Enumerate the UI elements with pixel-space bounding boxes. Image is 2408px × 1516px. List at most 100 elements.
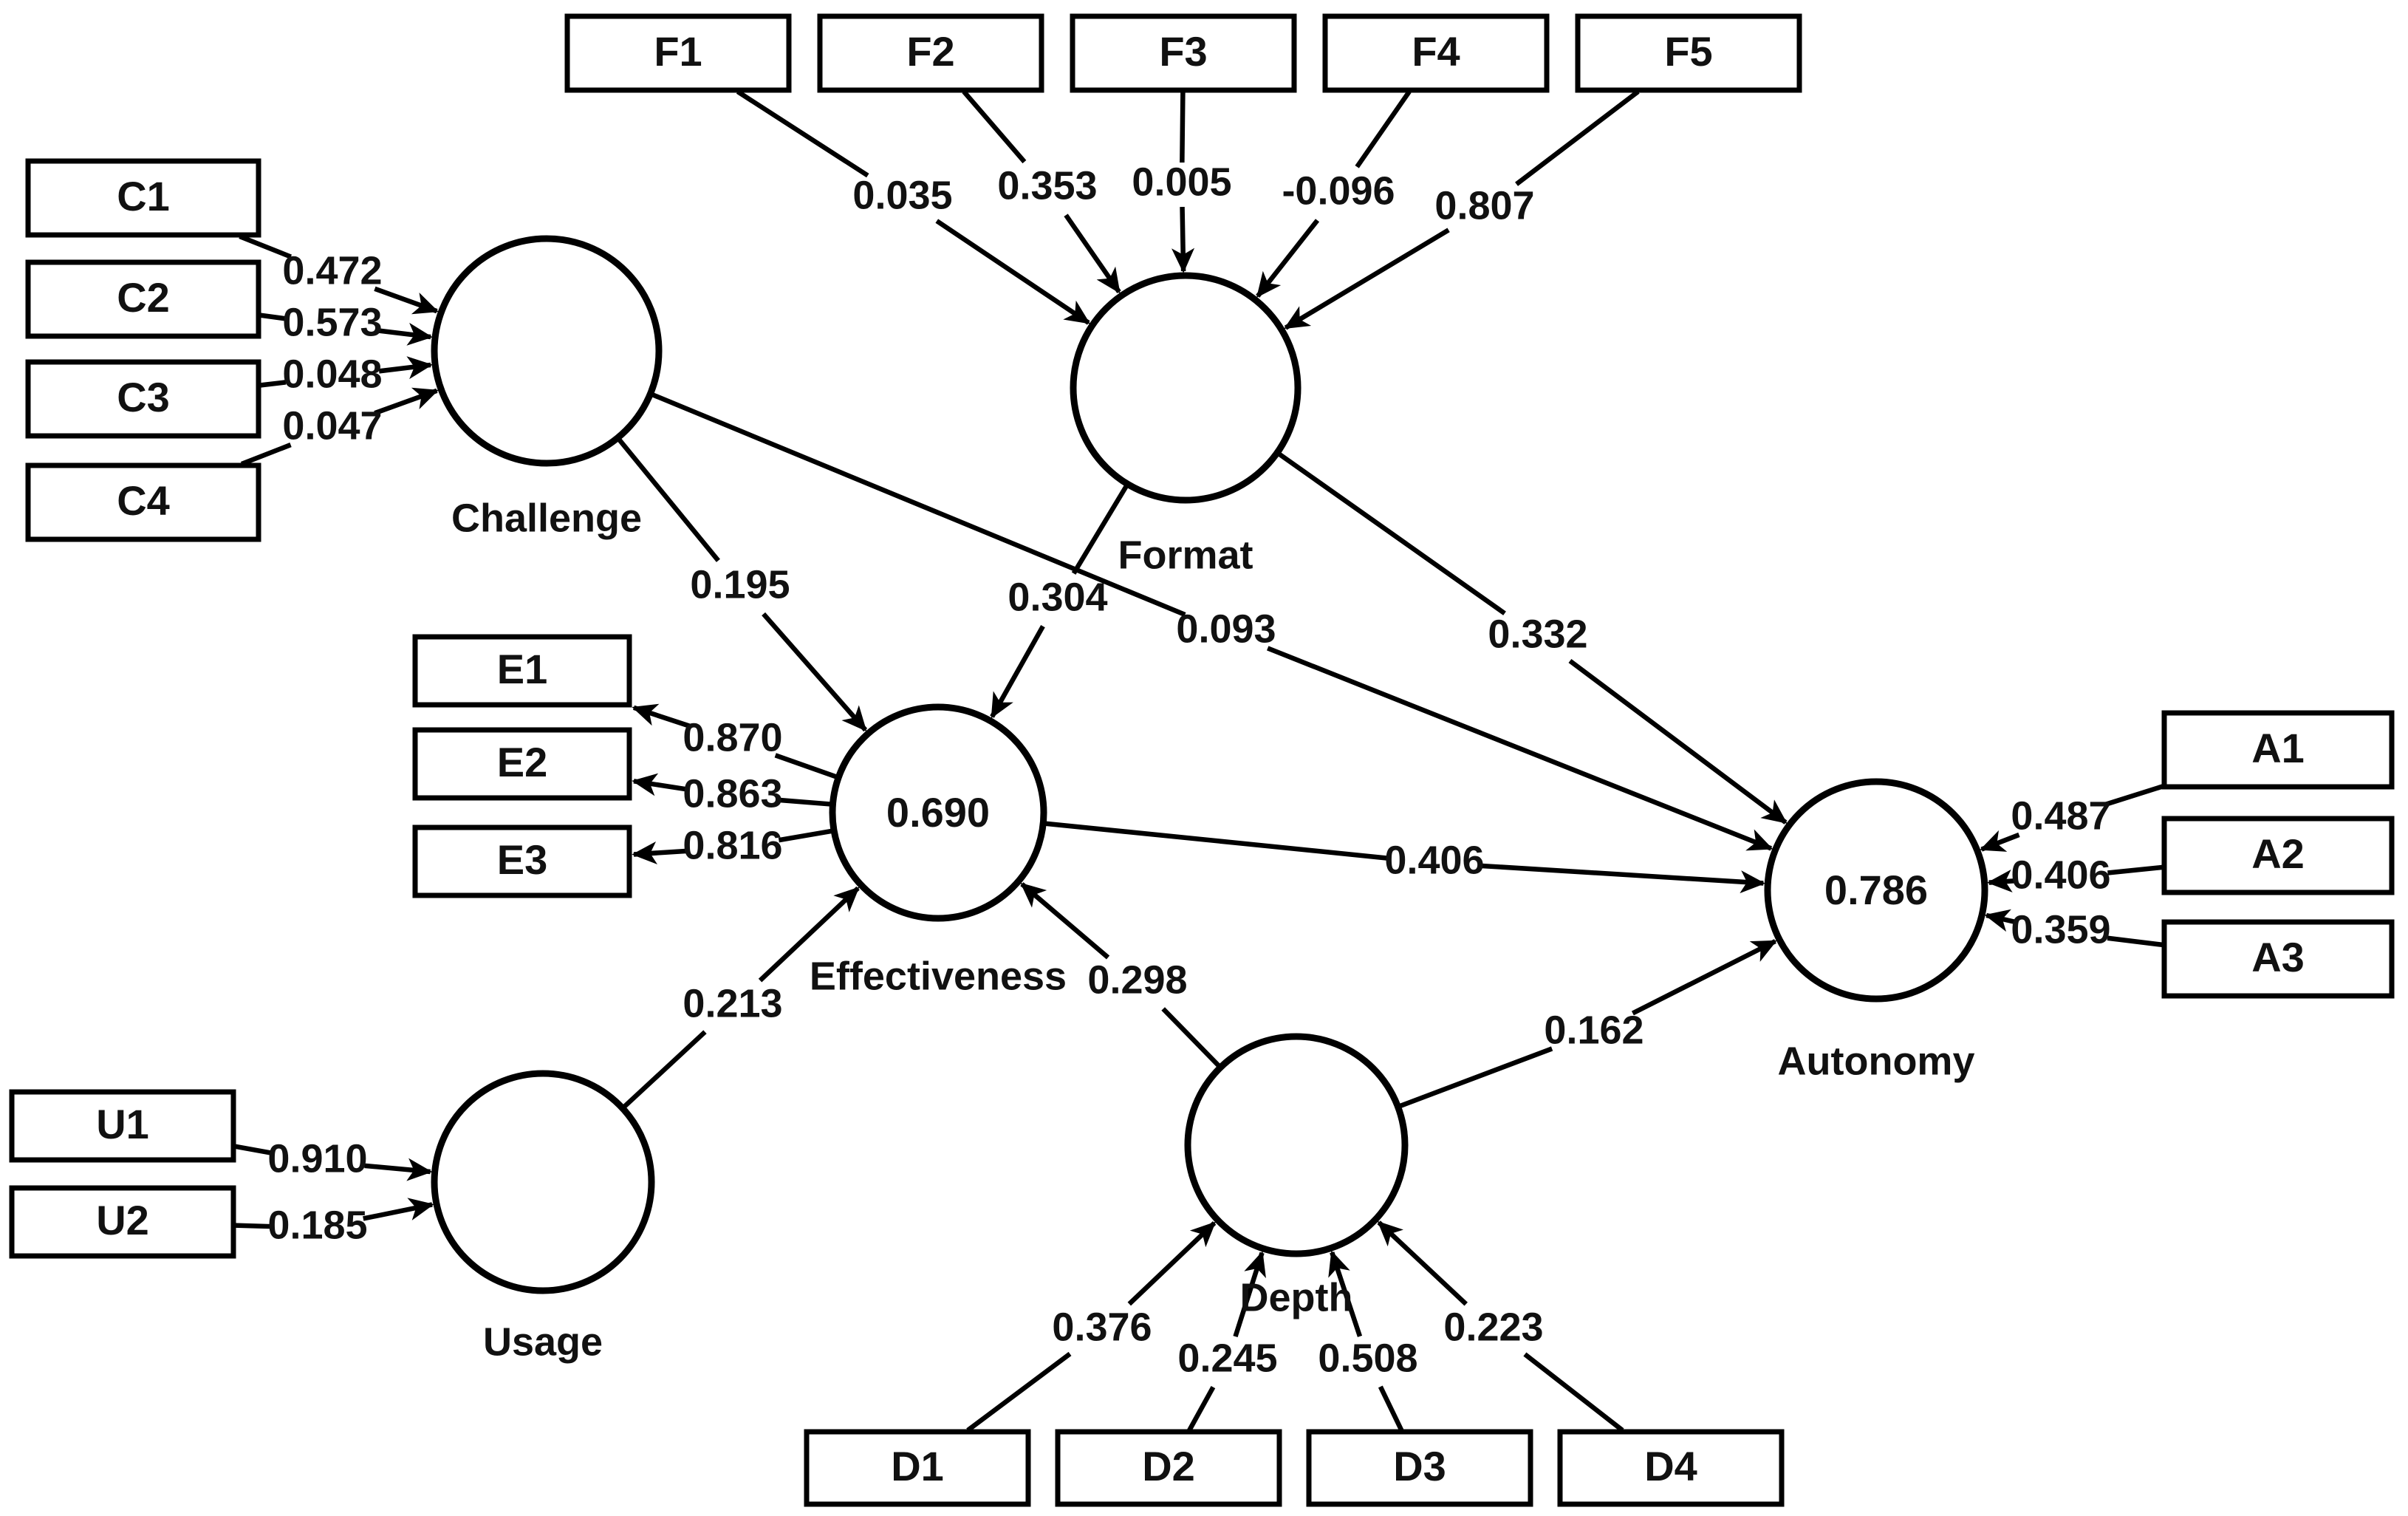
measurement-path-F1-to-format — [736, 89, 1091, 325]
loading-label-D4: 0.223 — [1443, 1305, 1543, 1349]
path-coefficient-depth-autonomy: 0.162 — [1544, 1008, 1643, 1052]
measurement-path-A1-to-autonomy — [1980, 784, 2164, 852]
measurement-path-effectiveness-to-E3 — [632, 828, 833, 865]
indicator-box-F2[interactable]: F2 — [817, 13, 1044, 93]
loading-label-D3: 0.508 — [1318, 1336, 1417, 1380]
construct-label-format: Format — [1118, 533, 1253, 577]
structural-path-usage-to-effectiveness — [622, 886, 860, 1110]
construct-depth[interactable] — [1184, 1033, 1409, 1257]
measurement-path-U2-to-usage — [234, 1198, 434, 1229]
path-coefficient-effectiveness-autonomy: 0.406 — [1384, 838, 1484, 882]
loading-label-F4: -0.096 — [1282, 168, 1395, 213]
measurement-path-F5-to-format — [1284, 89, 1640, 330]
indicator-box-A2[interactable]: A2 — [2161, 816, 2395, 895]
construct-effectiveness[interactable]: 0.690 — [829, 703, 1047, 922]
indicator-box-F1[interactable]: F1 — [564, 13, 792, 93]
indicator-box-E1[interactable]: E1 — [412, 634, 632, 708]
measurement-path-C1-to-challenge — [239, 233, 439, 315]
measurement-path-C3-to-challenge — [259, 356, 433, 388]
loading-label-U2: 0.185 — [267, 1203, 367, 1247]
path-coefficient-challenge-autonomy: 0.093 — [1176, 607, 1276, 651]
loading-label-F1: 0.035 — [852, 173, 952, 217]
indicator-box-D1[interactable]: D1 — [804, 1429, 1031, 1507]
indicator-label-A2: A2 — [2251, 830, 2305, 877]
indicator-box-A1[interactable]: A1 — [2161, 710, 2395, 790]
indicator-label-D2: D2 — [1142, 1443, 1195, 1489]
indicator-box-F4[interactable]: F4 — [1322, 13, 1550, 93]
indicator-label-D1: D1 — [891, 1443, 944, 1489]
construct-label-usage: Usage — [483, 1319, 603, 1364]
indicator-box-F3[interactable]: F3 — [1070, 13, 1297, 93]
indicator-label-F5: F5 — [1664, 28, 1712, 75]
loading-label-F2: 0.353 — [997, 163, 1097, 208]
indicator-label-A1: A1 — [2251, 725, 2305, 771]
measurement-path-F4-to-format — [1256, 90, 1412, 298]
indicator-label-U1: U1 — [96, 1101, 149, 1147]
indicator-box-C4[interactable]: C4 — [25, 462, 261, 542]
construct-usage[interactable] — [431, 1070, 655, 1294]
construct-autonomy[interactable]: 0.786 — [1764, 778, 1988, 1003]
measurement-path-A3-to-autonomy — [1984, 909, 2164, 948]
loading-label-C1: 0.472 — [282, 248, 382, 293]
indicator-box-A3[interactable]: A3 — [2161, 919, 2395, 999]
indicator-label-C3: C3 — [117, 374, 170, 420]
construct-label-autonomy: Autonomy — [1778, 1039, 1975, 1083]
construct-challenge[interactable] — [431, 235, 663, 467]
path-coefficient-format-effectiveness: 0.304 — [1008, 575, 1107, 619]
indicator-box-D4[interactable]: D4 — [1557, 1429, 1785, 1507]
measurement-path-A2-to-autonomy — [1986, 864, 2164, 893]
measurement-path-U1-to-usage — [234, 1144, 433, 1181]
path-coefficient-format-autonomy: 0.332 — [1488, 612, 1587, 656]
indicator-box-F5[interactable]: F5 — [1575, 13, 1802, 93]
indicator-box-U1[interactable]: U1 — [9, 1089, 236, 1163]
indicator-label-F4: F4 — [1412, 28, 1460, 75]
measurement-path-D1-to-depth — [966, 1221, 1217, 1433]
loading-label-A3: 0.359 — [2011, 907, 2110, 952]
construct-format[interactable] — [1070, 272, 1302, 504]
indicator-label-C1: C1 — [117, 173, 170, 219]
path-coefficient-challenge-effectiveness: 0.195 — [690, 562, 790, 607]
loading-label-D1: 0.376 — [1052, 1305, 1152, 1349]
indicator-box-C2[interactable]: C2 — [25, 259, 261, 339]
indicator-box-E2[interactable]: E2 — [412, 727, 632, 801]
measurement-path-C2-to-challenge — [259, 313, 433, 346]
construct-label-effectiveness: Effectiveness — [810, 954, 1067, 998]
structural-path-format-to-effectiveness — [990, 484, 1129, 719]
structural-path-depth-to-effectiveness — [1020, 882, 1222, 1068]
construct-label-depth: Depth — [1240, 1275, 1353, 1319]
loading-label-U1: 0.910 — [267, 1136, 367, 1181]
loading-label-C2: 0.573 — [282, 300, 382, 344]
indicator-label-F2: F2 — [906, 28, 954, 75]
indicator-label-C4: C4 — [117, 477, 170, 524]
indicator-box-U2[interactable]: U2 — [9, 1185, 236, 1259]
indicator-label-C2: C2 — [117, 274, 170, 321]
measurement-path-D3-to-depth — [1328, 1250, 1404, 1432]
structural-path-depth-to-autonomy — [1398, 939, 1777, 1109]
loading-label-F5: 0.807 — [1434, 183, 1534, 228]
measurement-path-D2-to-depth — [1187, 1251, 1266, 1432]
indicator-box-C3[interactable]: C3 — [25, 359, 261, 439]
loading-label-F3: 0.005 — [1132, 160, 1231, 204]
measurement-path-F3-to-format — [1171, 91, 1195, 273]
measurement-path-C4-to-challenge — [240, 387, 439, 467]
loading-label-D2: 0.245 — [1177, 1336, 1277, 1380]
measurement-path-effectiveness-to-E2 — [632, 773, 832, 807]
indicator-label-F3: F3 — [1159, 28, 1207, 75]
loading-label-effectiveness: 0.870 — [683, 715, 782, 759]
indicator-box-D3[interactable]: D3 — [1306, 1429, 1533, 1507]
indicator-box-D2[interactable]: D2 — [1055, 1429, 1282, 1507]
construct-label-challenge: Challenge — [451, 496, 642, 540]
loading-label-C3: 0.048 — [282, 352, 382, 396]
r2-value-effectiveness: 0.690 — [886, 789, 990, 836]
path-coefficient-depth-effectiveness: 0.298 — [1087, 957, 1187, 1002]
path-coefficient-usage-effectiveness: 0.213 — [683, 981, 782, 1025]
loading-label-A1: 0.487 — [2011, 793, 2110, 838]
r2-value-autonomy: 0.786 — [1824, 867, 1928, 913]
measurement-path-effectiveness-to-E1 — [632, 703, 838, 779]
structural-path-format-to-autonomy — [1276, 451, 1788, 824]
indicator-box-E3[interactable]: E3 — [412, 824, 632, 898]
indicator-label-E1: E1 — [497, 646, 548, 692]
indicator-box-C1[interactable]: C1 — [25, 158, 261, 238]
